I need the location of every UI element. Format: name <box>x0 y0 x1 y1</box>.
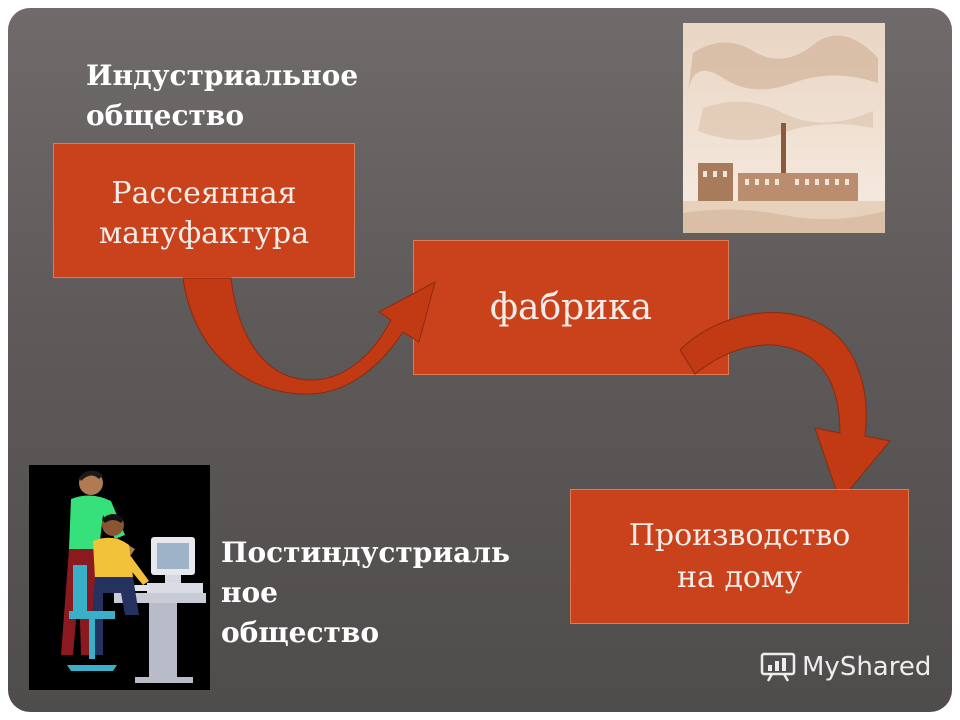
myshared-watermark: MyShared <box>760 652 931 682</box>
curved-arrow-factory-to-home <box>680 312 891 503</box>
heading-line: общество <box>86 99 244 132</box>
people-at-computer-clipart <box>29 465 210 690</box>
box-label-line: на дому <box>677 559 802 595</box>
slide: Индустриальное общество Рассеянная мануф… <box>8 8 952 712</box>
box-label-line: мануфактура <box>98 216 310 251</box>
home-production-box: Производство на дому <box>570 489 909 624</box>
presentation-board-icon <box>760 652 796 682</box>
factory-box: фабрика <box>413 240 729 375</box>
box-label-line: Рассеянная <box>111 176 297 211</box>
factory-photo <box>683 23 885 233</box>
watermark-text: MyShared <box>802 652 932 682</box>
heading-line: Постиндустриаль <box>221 536 510 569</box>
box-label-line: фабрика <box>489 287 653 328</box>
heading-line: Индустриальное <box>86 59 359 92</box>
heading-line: общество <box>221 616 379 649</box>
curved-arrow-manufactory-to-factory <box>183 277 436 395</box>
box-label-line: Производство <box>628 517 851 553</box>
manufactory-box: Рассеянная мануфактура <box>53 143 355 278</box>
postindustrial-society-heading: Постиндустриаль ное общество <box>221 533 510 653</box>
heading-line: ное <box>221 576 278 609</box>
industrial-society-heading: Индустриальное общество <box>86 56 358 136</box>
